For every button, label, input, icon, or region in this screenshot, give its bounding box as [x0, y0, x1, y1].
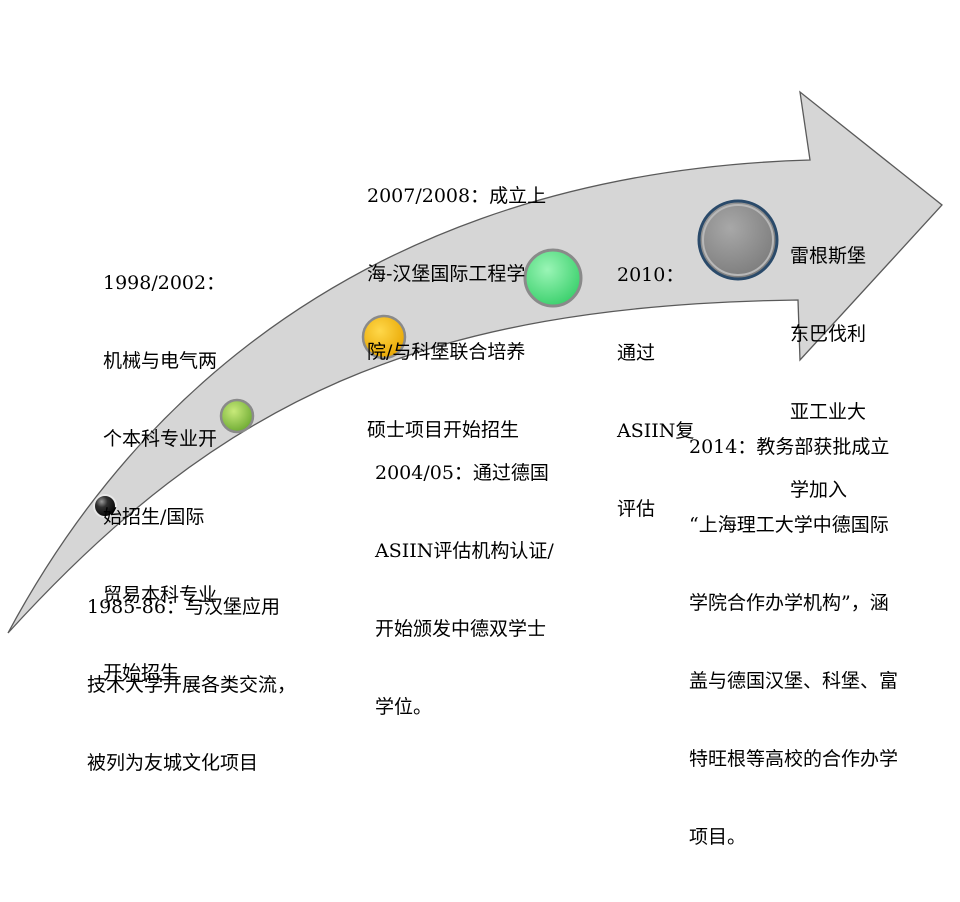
- milestone-dot-1985: [93, 494, 117, 518]
- label-line: 学院合作办学机构”，涵: [689, 592, 889, 614]
- milestone-dot-2014: [697, 199, 779, 281]
- milestone-label-regensburg: 雷根斯堡 东巴伐利 亚工业大 学加入: [790, 191, 866, 555]
- label-line: 2010：: [617, 264, 685, 286]
- label-line: 始招生/国际: [103, 506, 205, 528]
- label-line: 学位。: [375, 696, 433, 718]
- label-line: 技术大学开展各类交流，: [87, 674, 297, 696]
- label-line: 个本科专业开: [103, 428, 218, 450]
- label-line: 2007/2008：成立上: [367, 185, 547, 207]
- label-line: 2014：教务部获批成立: [689, 436, 890, 458]
- label-line: 特旺根等高校的合作办学: [689, 748, 899, 770]
- milestone-label-2007: 2007/2008：成立上 海-汉堡国际工程学 院/与科堡联合培养 硕士项目开始…: [367, 131, 546, 495]
- label-line: 开始颁发中德双学士: [375, 618, 547, 640]
- timeline-arrow-graphic: [7, 90, 943, 634]
- label-line: 硕士项目开始招生: [367, 419, 520, 441]
- label-line: 海-汉堡国际工程学: [367, 263, 526, 285]
- milestone-label-2004: 2004/05：通过德国 ASIIN评估机构认证/ 开始颁发中德双学士 学位。: [375, 408, 554, 772]
- label-line: 亚工业大: [790, 401, 867, 423]
- label-line: 机械与电气两: [103, 350, 218, 372]
- label-line: 东巴伐利: [790, 323, 867, 345]
- timeline-diagram: 1985-86：与汉堡应用 技术大学开展各类交流， 被列为友城文化项目 1998…: [7, 90, 943, 848]
- milestone-label-2014: 2014：教务部获批成立 “上海理工大学中德国际 学院合作办学机构”，涵 盖与德…: [689, 382, 898, 902]
- label-line: 2004/05：通过德国: [375, 462, 549, 484]
- label-line: ASIIN评估机构认证/: [375, 540, 554, 562]
- label-line: 雷根斯堡: [790, 245, 867, 267]
- milestone-label-2010: 2010： 通过 ASIIN复 评估: [617, 210, 694, 574]
- label-line: 开始招生: [103, 662, 180, 684]
- label-line: 通过: [617, 342, 656, 364]
- label-line: “上海理工大学中德国际: [689, 514, 889, 536]
- label-line: 项目。: [689, 826, 747, 848]
- label-line: 贸易本科专业: [103, 584, 218, 606]
- label-line: 评估: [617, 498, 656, 520]
- label-line: 盖与德国汉堡、科堡、富: [689, 670, 899, 692]
- milestone-dot-2007: [523, 248, 583, 308]
- label-line: 学加入: [790, 479, 848, 501]
- milestone-label-1998: 1998/2002： 机械与电气两 个本科专业开 始招生/国际 贸易本科专业 开…: [103, 218, 225, 738]
- label-line: ASIIN复: [617, 420, 695, 442]
- label-line: 1998/2002：: [103, 272, 226, 294]
- label-line: 院/与科堡联合培养: [367, 341, 526, 363]
- label-line: 1985-86：与汉堡应用: [87, 596, 280, 618]
- label-line: 被列为友城文化项目: [87, 752, 259, 774]
- milestone-dot-2004: [361, 314, 407, 360]
- milestone-dot-1998: [219, 398, 255, 434]
